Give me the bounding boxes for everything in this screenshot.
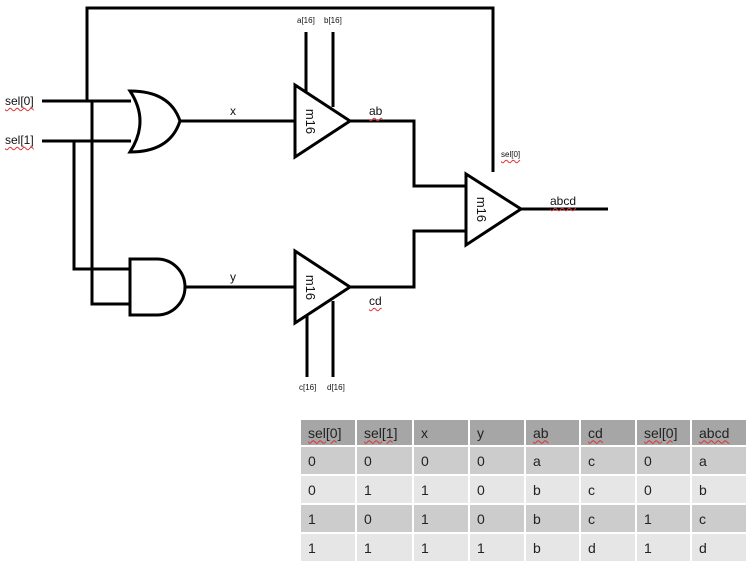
table-cell: 0 — [469, 446, 526, 476]
header-cell: abcd — [691, 420, 748, 447]
header-cell: x — [413, 420, 470, 447]
table-cell: 1 — [636, 504, 692, 534]
header-cd: cd — [588, 424, 603, 441]
table-cell: 1 — [301, 533, 357, 563]
table-cell: 0 — [469, 504, 526, 534]
header-sel1: sel[1] — [364, 424, 398, 441]
header-ab: ab — [533, 424, 549, 441]
ab-text: ab — [369, 104, 383, 118]
table-row: 1 0 1 0 b c 1 c — [301, 504, 748, 534]
header-abcd: abcd — [699, 424, 730, 441]
header-cell: sel[1] — [356, 420, 414, 447]
table-cell: 0 — [636, 446, 692, 476]
mux-abcd-select-label: sel[0] — [501, 151, 520, 159]
table-cell: 0 — [636, 475, 692, 505]
sel0-loop-wire — [85, 6, 495, 172]
sel1-text: sel[1] — [5, 133, 34, 147]
table-cell: d — [691, 533, 748, 563]
table-cell: b — [691, 475, 748, 505]
mux-cd — [293, 248, 353, 326]
table-cell: b — [525, 533, 581, 563]
sel0-to-and-wire — [90, 101, 131, 306]
header-sel0: sel[0] — [308, 424, 342, 441]
or-gate — [127, 89, 182, 154]
header-sel0-2: sel[0] — [644, 424, 678, 441]
d16-label: d[16] — [327, 383, 345, 392]
cd-text: cd — [369, 294, 382, 308]
table-cell: a — [691, 446, 748, 476]
header-cell: sel[0] — [636, 420, 692, 447]
truth-table-header-row: sel[0] sel[1] x y ab cd sel[0] abcd — [301, 420, 748, 447]
and-gate — [128, 257, 187, 317]
table-cell: 0 — [469, 475, 526, 505]
table-cell: 1 — [413, 475, 470, 505]
a16-label: a[16] — [297, 16, 315, 25]
x-label: x — [230, 104, 236, 118]
table-cell: b — [525, 475, 581, 505]
table-row: 0 0 0 0 a c 0 a — [301, 446, 748, 476]
b16-label: b[16] — [324, 16, 342, 25]
table-cell: a — [525, 446, 581, 476]
header-cell: sel[0] — [301, 420, 357, 447]
cd-wire — [350, 229, 466, 289]
table-cell: 0 — [356, 504, 414, 534]
mux-abcd-select-text: sel[0] — [501, 150, 521, 159]
circuit-diagram — [42, 6, 608, 377]
table-cell: 1 — [356, 533, 414, 563]
table-row: 0 1 1 0 b c 0 b — [301, 475, 748, 505]
header-x: x — [421, 424, 428, 441]
sel0-text: sel[0] — [5, 94, 34, 108]
cd-label: cd — [369, 295, 382, 307]
table-cell: 0 — [301, 446, 357, 476]
table-cell: b — [525, 504, 581, 534]
sel1-to-and-wire — [72, 141, 131, 271]
table-cell: 1 — [413, 533, 470, 563]
abcd-label: abcd — [550, 195, 576, 207]
mux-abcd-name: m16 — [474, 196, 490, 223]
c16-label: c[16] — [299, 383, 317, 392]
mux-ab — [293, 82, 353, 160]
mux-abcd — [464, 171, 524, 248]
table-cell: 0 — [413, 446, 470, 476]
table-cell: c — [691, 504, 748, 534]
table-cell: 1 — [469, 533, 526, 563]
ab-label: ab — [369, 105, 382, 117]
table-cell: 0 — [301, 475, 357, 505]
table-cell: c — [580, 446, 637, 476]
header-cell: y — [469, 420, 526, 447]
table-cell: 1 — [413, 504, 470, 534]
header-cell: ab — [525, 420, 581, 447]
mux-ab-name: m16 — [303, 108, 319, 135]
table-cell: 1 — [301, 504, 357, 534]
table-cell: c — [580, 475, 637, 505]
mux-cd-name: m16 — [303, 274, 319, 301]
truth-table: sel[0] sel[1] x y ab cd sel[0] abcd 0 0 … — [301, 420, 748, 563]
table-cell: 1 — [636, 533, 692, 563]
table-cell: 0 — [356, 446, 414, 476]
header-cell: cd — [580, 420, 637, 447]
table-cell: c — [580, 504, 637, 534]
abcd-text: abcd — [550, 194, 577, 208]
table-row: 1 1 1 1 b d 1 d — [301, 533, 748, 563]
header-y: y — [477, 424, 484, 441]
y-label: y — [230, 270, 236, 284]
table-cell: d — [580, 533, 637, 563]
sel0-input-label: sel[0] — [5, 95, 34, 107]
ab-wire — [350, 119, 466, 188]
sel1-input-label: sel[1] — [5, 134, 34, 146]
table-cell: 1 — [356, 475, 414, 505]
